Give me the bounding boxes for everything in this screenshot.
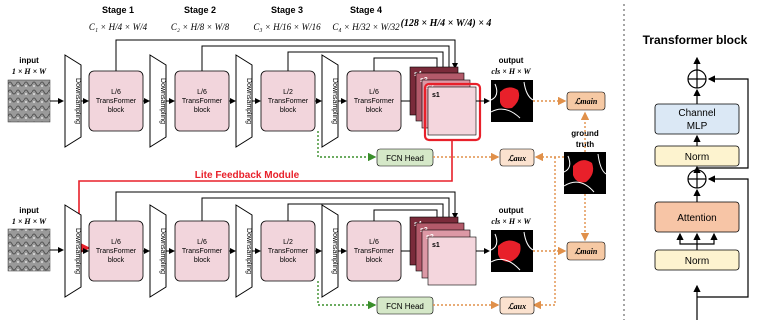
svg-text:block: block: [108, 107, 125, 114]
transformer-block-title: Transformer block: [643, 33, 748, 47]
downsampling-bottom-row: Downsampling Downsampling Downsampling D…: [64, 204, 339, 298]
svg-text:TransFormer: TransFormer: [182, 248, 223, 255]
svg-text:TransFormer: TransFormer: [354, 248, 395, 255]
svg-text:FCN Head: FCN Head: [386, 302, 424, 311]
stage-1-dims: C₁ × H/4 × W/4: [89, 22, 148, 32]
svg-text:s1: s1: [432, 92, 440, 99]
transformer-blocks-bottom: L/6 TransFormer block L/6 TransFormer bl…: [88, 220, 402, 282]
svg-text:L/6: L/6: [197, 89, 207, 96]
downsampling-block: [321, 54, 339, 148]
svg-text:L/6: L/6: [197, 239, 207, 246]
svg-text:block: block: [194, 107, 211, 114]
loss-aux-bottom: [499, 296, 535, 315]
svg-text:MLP: MLP: [687, 121, 708, 132]
svg-text:FCN Head: FCN Head: [386, 154, 424, 163]
transformer-blocks-top: L/6 TransFormer block L/6 TransFormer bl…: [88, 70, 402, 132]
svg-text:Norm: Norm: [685, 152, 709, 163]
downsampling-block: [321, 204, 339, 298]
svg-text:Downsampling: Downsampling: [159, 78, 166, 124]
downsampling-top-row: Downsampling Downsampling Downsampling D…: [64, 54, 339, 148]
loss-main-top: [566, 91, 606, 111]
svg-text:block: block: [366, 257, 383, 264]
loss-main-bottom: [566, 241, 606, 261]
svg-text:Downsampling: Downsampling: [245, 228, 252, 274]
stage-headers: Stage 1 C₁ × H/4 × W/4 Stage 2 C₂ × H/8 …: [89, 5, 492, 32]
svg-text:L/6: L/6: [111, 239, 121, 246]
transformer-block-detail: Transformer block Norm Attention Norm Ch…: [643, 33, 749, 320]
svg-text:ℒaux: ℒaux: [508, 302, 526, 311]
svg-text:TransFormer: TransFormer: [268, 248, 309, 255]
svg-text:ℒmain: ℒmain: [575, 247, 598, 256]
svg-text:ℒmain: ℒmain: [575, 97, 598, 106]
output-label-top: output: [499, 56, 524, 65]
svg-text:Norm: Norm: [685, 256, 709, 267]
svg-text:Downsampling: Downsampling: [331, 78, 338, 124]
stage-2-title: Stage 2: [184, 5, 216, 15]
scale-stack-bottom: s4 s3 s2 s1: [409, 216, 477, 286]
svg-text:TransFormer: TransFormer: [182, 98, 223, 105]
svg-text:TransFormer: TransFormer: [96, 98, 137, 105]
output-image-bottom: [490, 230, 534, 272]
stage-4-title: Stage 4: [350, 5, 382, 15]
input-image-top: [7, 79, 51, 123]
svg-text:Downsampling: Downsampling: [74, 228, 81, 274]
svg-text:Downsampling: Downsampling: [245, 78, 252, 124]
ground-truth-label-2: truth: [576, 140, 594, 149]
svg-text:TransFormer: TransFormer: [96, 248, 137, 255]
svg-text:Downsampling: Downsampling: [159, 228, 166, 274]
downsampling-block: [64, 54, 82, 148]
input-label-bottom: input: [19, 206, 39, 215]
ground-truth-label-1: ground: [571, 129, 599, 138]
stage-2-dims: C₂ × H/8 × W/8: [171, 22, 230, 32]
loss-aux-top: [499, 148, 535, 167]
svg-text:L/2: L/2: [283, 239, 293, 246]
stage-4-dims: C₄ × H/32 × W/32: [332, 22, 400, 32]
ground-truth-image: [563, 152, 607, 194]
downsampling-block: [235, 204, 253, 298]
svg-text:block: block: [280, 257, 297, 264]
svg-text:Downsampling: Downsampling: [74, 78, 81, 124]
svg-text:TransFormer: TransFormer: [354, 98, 395, 105]
input-image-bottom: [7, 228, 51, 272]
scale-stack-top: s4 s3 s2 s1: [409, 66, 482, 142]
input-label-top: input: [19, 56, 39, 65]
downsampling-block: [235, 54, 253, 148]
svg-text:Channel: Channel: [678, 108, 715, 119]
scale-s1: [427, 86, 477, 136]
stage-3-dims: C₃ × H/16 × W/16: [253, 22, 321, 32]
stage-1-title: Stage 1: [102, 5, 134, 15]
svg-text:ℒaux: ℒaux: [508, 154, 526, 163]
feedback-path: [78, 140, 453, 253]
svg-text:L/6: L/6: [369, 239, 379, 246]
svg-text:block: block: [280, 107, 297, 114]
svg-text:Downsampling: Downsampling: [331, 228, 338, 274]
downsampling-block: [149, 54, 167, 148]
input-dims-top: 1 × H × W: [12, 67, 47, 76]
svg-text:Attention: Attention: [677, 213, 716, 224]
output-dims-top: cls × H × W: [491, 67, 531, 76]
input-dims-bottom: 1 × H × W: [12, 217, 47, 226]
svg-text:block: block: [108, 257, 125, 264]
svg-text:L/6: L/6: [111, 89, 121, 96]
feedback-label: Lite Feedback Module: [195, 170, 300, 181]
output-image-top: [490, 80, 534, 122]
output-label-bottom: output: [499, 206, 524, 215]
svg-text:s1: s1: [432, 242, 440, 249]
concat-dims: (128 × H/4 × W/4) × 4: [401, 18, 492, 29]
downsampling-block: [149, 204, 167, 298]
svg-text:TransFormer: TransFormer: [268, 98, 309, 105]
svg-text:block: block: [194, 257, 211, 264]
downsampling-block: [64, 204, 82, 298]
scale-s1: [427, 236, 477, 286]
output-dims-bottom: cls × H × W: [491, 217, 531, 226]
svg-text:L/6: L/6: [369, 89, 379, 96]
svg-text:block: block: [366, 107, 383, 114]
stage-3-title: Stage 3: [271, 5, 303, 15]
svg-text:L/2: L/2: [283, 89, 293, 96]
